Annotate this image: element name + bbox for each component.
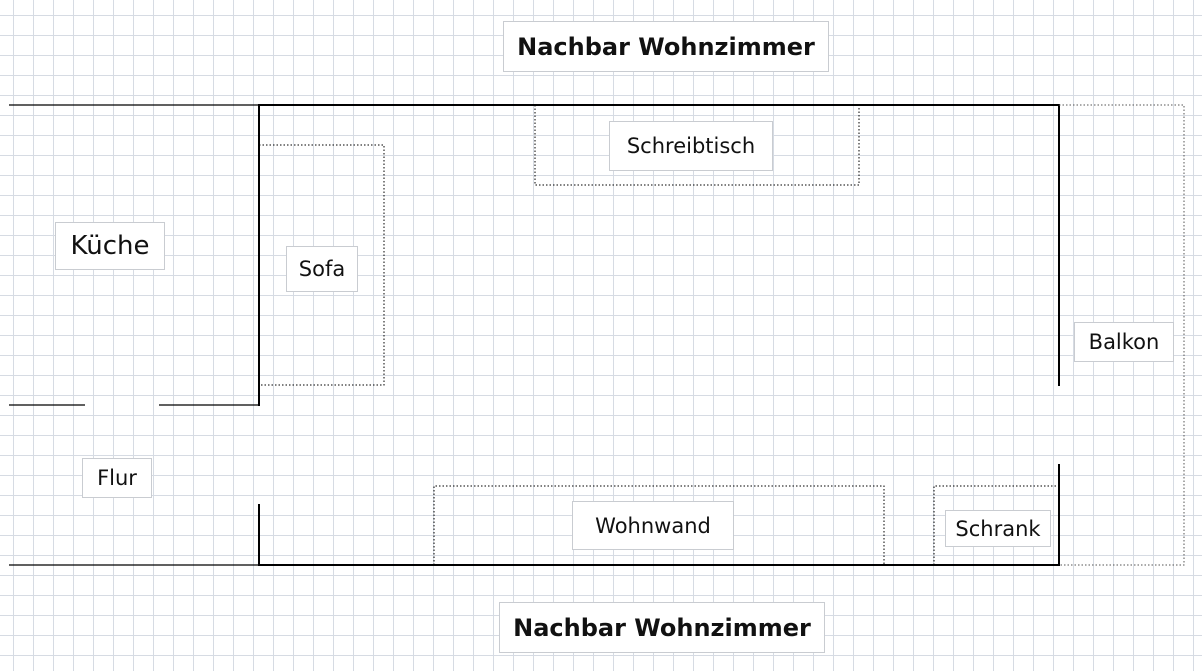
balcony-label: Balkon (1074, 322, 1174, 362)
sofa-outline (259, 144, 385, 386)
neighbor-living-room-top-label: Nachbar Wohnzimmer (503, 21, 829, 72)
balcony-outline (1059, 104, 1185, 566)
hallway-label: Flur (82, 458, 152, 498)
sofa-label: Sofa (286, 246, 358, 292)
cabinet-outline (933, 485, 1059, 565)
cabinet-label: Schrank (945, 510, 1051, 547)
furniture-outlines (259, 105, 1059, 565)
kitchen-walls (9, 104, 259, 566)
living-room-walls (258, 104, 1060, 566)
wall-unit-outline (433, 485, 885, 565)
desk-label: Schreibtisch (609, 121, 773, 171)
neighbor-living-room-bottom-label: Nachbar Wohnzimmer (499, 602, 825, 653)
wall-unit-label: Wohnwand (572, 501, 734, 550)
desk-outline (534, 105, 860, 186)
kitchen-label: Küche (55, 222, 165, 270)
